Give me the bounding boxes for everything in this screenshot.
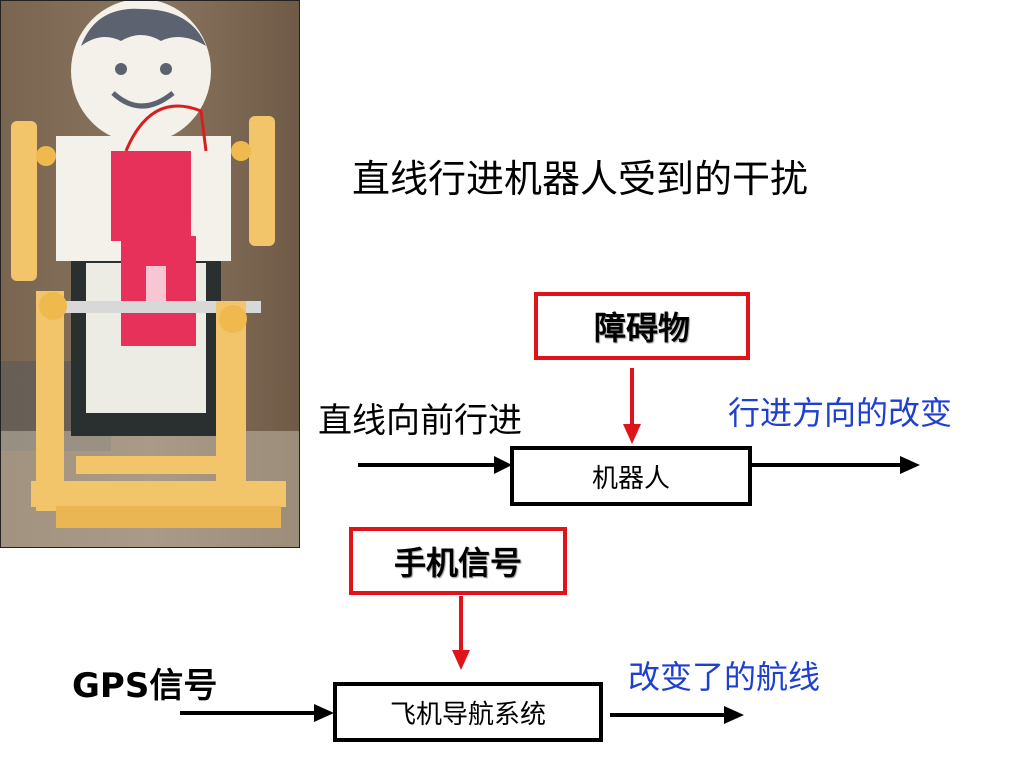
disturbance-box-phone-signal: 手机信号 (349, 527, 567, 595)
robot-photo (0, 0, 300, 548)
disturbance-arrow-1-head (623, 424, 641, 444)
output-arrow-1-head (900, 456, 920, 474)
input-arrow-2-head (314, 704, 334, 722)
input-label-straight: 直线向前行进 (318, 401, 522, 441)
disturbance-label-phone-signal: 手机信号 (393, 544, 522, 582)
system-box-robot: 机器人 (510, 446, 752, 506)
output-label-changed-route: 改变了的航线 (628, 658, 821, 696)
input-arrow-1-head (494, 456, 512, 474)
walking-robot-illustration (1, 1, 299, 547)
input-label-gps: GPS信号 (72, 666, 218, 706)
output-label-direction-change: 行进方向的改变 (728, 394, 953, 432)
system-label-robot: 机器人 (591, 463, 670, 494)
output-arrow-2-head (724, 706, 744, 724)
disturbance-arrow-2-head (452, 650, 470, 670)
slide-title: 直线行进机器人受到的干扰 (352, 157, 809, 201)
disturbance-label-obstacle: 障碍物 (593, 309, 690, 347)
system-label-navigation: 飞机导航系统 (389, 699, 546, 730)
disturbance-box-obstacle: 障碍物 (534, 292, 750, 360)
system-box-navigation: 飞机导航系统 (333, 682, 603, 742)
